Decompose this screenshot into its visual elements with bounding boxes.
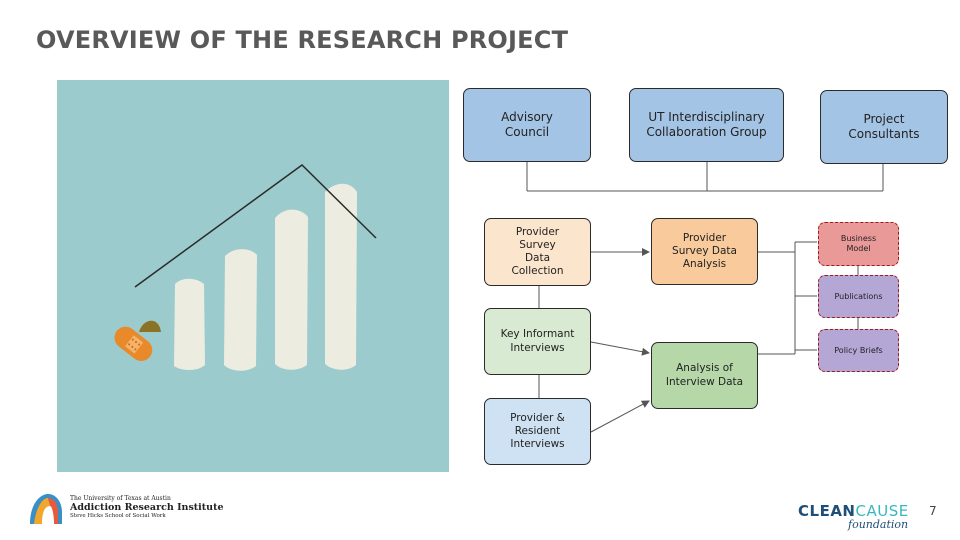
institute-emblem-icon bbox=[30, 494, 62, 524]
logo-foundation-text: foundation bbox=[848, 518, 909, 531]
addiction-research-institute-logo: The University of Texas at Austin Addict… bbox=[26, 490, 224, 530]
housing-growth-illustration bbox=[57, 80, 449, 472]
page-number: 7 bbox=[929, 504, 937, 518]
arrow-provider-resident bbox=[590, 400, 650, 433]
cleancause-logo: CLEANCAUSE foundation bbox=[798, 503, 920, 535]
logo-institute-line: Addiction Research Institute bbox=[70, 502, 224, 513]
brush-bar-1 bbox=[174, 278, 205, 370]
logo-university-line: The University of Texas at Austin bbox=[70, 495, 171, 502]
policy-briefs-box: Policy Briefs bbox=[818, 329, 899, 372]
arrow-key-informant bbox=[590, 341, 650, 356]
brush-bar-2 bbox=[224, 249, 257, 371]
logo-clean-text: CLEAN bbox=[798, 502, 856, 520]
brush-bars bbox=[174, 183, 357, 371]
leaf-icon bbox=[139, 320, 161, 332]
connector-lines bbox=[526, 162, 884, 433]
brush-bar-3 bbox=[275, 209, 308, 370]
bandage-icon bbox=[114, 326, 153, 362]
slide-title: OVERVIEW OF THE RESEARCH PROJECT bbox=[36, 26, 569, 54]
logo-school-line: Steve Hicks School of Social Work bbox=[70, 513, 166, 519]
brush-bar-4 bbox=[325, 183, 357, 370]
roof-line bbox=[134, 164, 377, 288]
illustration-graphic bbox=[114, 164, 377, 371]
publications-box: Publications bbox=[818, 275, 899, 318]
logo-cause-text: CAUSE bbox=[855, 502, 909, 520]
